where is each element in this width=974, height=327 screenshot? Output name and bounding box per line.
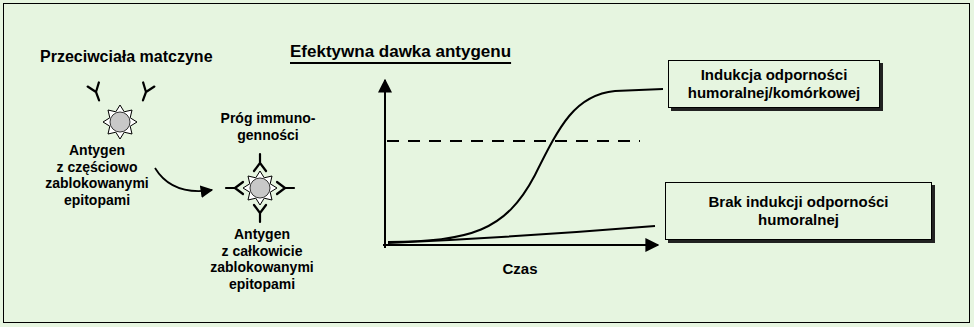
axis-title: Efektywna dawka antygenu — [290, 42, 511, 62]
text-line: Efektywna dawka antygenu — [290, 42, 511, 62]
threshold-line — [387, 140, 640, 142]
response-curve — [388, 89, 663, 242]
antigen-partial — [88, 82, 155, 139]
text-line: Przeciwciała matczyne — [40, 48, 213, 67]
text-line: zablokowanymi — [210, 259, 313, 276]
y-axis — [384, 80, 386, 248]
result-box: Indukcja odpornościhumoralnej/komórkowej — [668, 60, 880, 108]
text-line: zablokowanymi — [45, 175, 148, 192]
text-line: Brak indukcji odporności — [708, 193, 888, 211]
result-box: Brak indukcji odpornościhumoralnej — [665, 182, 932, 240]
text-line: z częściowo — [45, 159, 148, 176]
frame — [4, 4, 970, 323]
threshold-label: Próg immuno-genności — [221, 110, 316, 143]
x-axis — [383, 244, 658, 246]
antigen-blocked — [226, 154, 294, 222]
text-line: Antygen — [210, 226, 313, 243]
text-line: Czas — [502, 260, 537, 278]
text-line: humoralnej — [708, 211, 888, 229]
text-line: humoralnej/komórkowej — [688, 84, 861, 102]
box-text: Brak indukcji odpornościhumoralnej — [708, 193, 888, 229]
text-line: z całkowicie — [210, 243, 313, 260]
box-text: Indukcja odpornościhumoralnej/komórkowej — [688, 66, 861, 102]
heading-label: Przeciwciała matczyne — [40, 48, 213, 67]
text-line: Próg immuno- — [221, 110, 316, 127]
text-line: epitopami — [45, 192, 148, 209]
text-line: Antygen — [45, 142, 148, 159]
antigen-caption: Antygenz całkowiciezablokowanymiepitopam… — [210, 226, 313, 292]
text-line: Indukcja odporności — [688, 66, 861, 84]
text-line: genności — [221, 127, 316, 144]
axis-label: Czas — [502, 260, 537, 278]
antigen-caption: Antygenz częściowozablokowanymiepitopami — [45, 142, 148, 208]
no-response-curve — [388, 226, 655, 243]
transition-arrow — [155, 168, 212, 191]
graph — [383, 80, 663, 248]
text-line: epitopami — [210, 276, 313, 293]
